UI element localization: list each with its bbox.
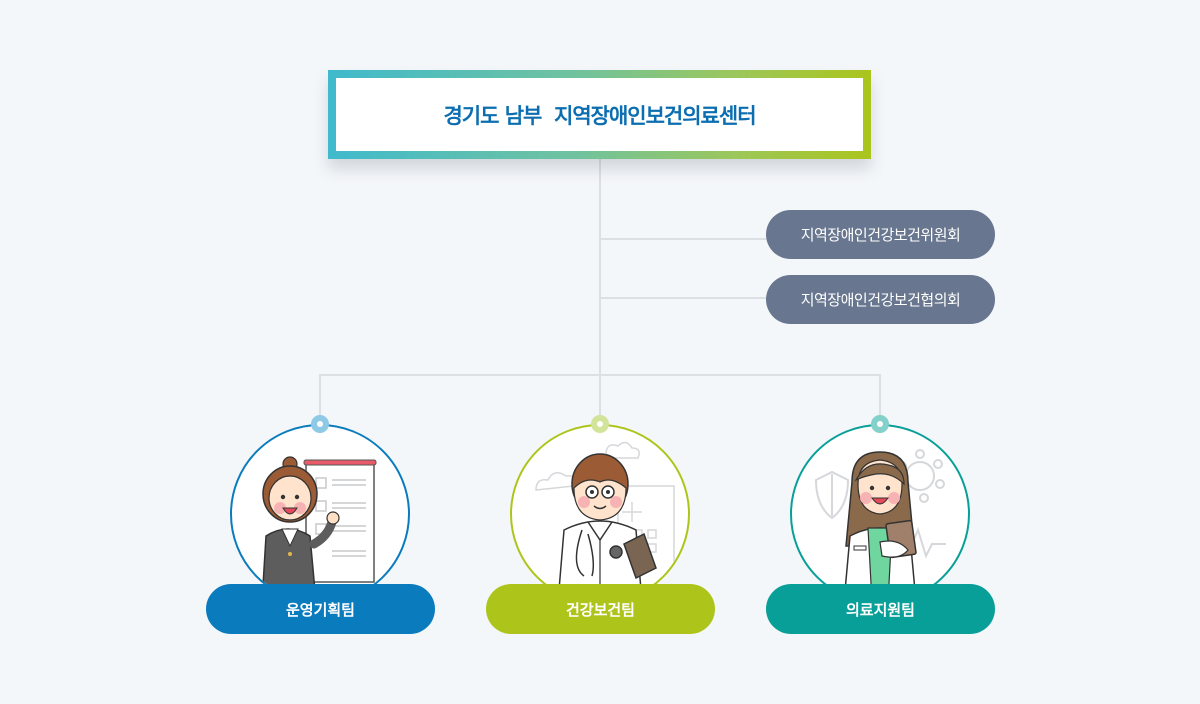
committee-label: 지역장애인건강보건협의회	[800, 291, 961, 309]
committee-health-committee[interactable]: 지역장애인건강보건위원회	[766, 210, 995, 259]
connector-dot-medical-support	[871, 415, 889, 433]
team-circle-planning	[230, 424, 410, 604]
team-label: 운영기획팀	[285, 600, 355, 619]
team-button-medical-support[interactable]: 의료지원팀	[766, 584, 995, 634]
team-button-health[interactable]: 건강보건팀	[486, 584, 715, 634]
office-worker-illustration	[261, 456, 377, 602]
team-circle-health	[510, 424, 690, 604]
team-label: 의료지원팀	[845, 600, 915, 619]
center-title-box-inner: 경기도 남부 지역장애인보건의료센터	[336, 78, 863, 151]
connector-team-1-vertical	[319, 374, 321, 424]
connector-main-vertical	[599, 159, 601, 424]
center-title-box: 경기도 남부 지역장애인보건의료센터	[328, 70, 871, 159]
team-circle-medical-support	[790, 424, 970, 604]
committee-label: 지역장애인건강보건위원회	[800, 226, 961, 244]
team-label: 건강보건팀	[565, 600, 635, 619]
connector-committee-2	[600, 297, 766, 299]
team-button-planning[interactable]: 운영기획팀	[206, 584, 435, 634]
connector-committee-1	[600, 238, 766, 240]
connector-team-3-vertical	[879, 374, 881, 424]
connector-teams-horizontal	[319, 374, 881, 376]
committee-health-council[interactable]: 지역장애인건강보건협의회	[766, 275, 995, 324]
center-title: 경기도 남부 지역장애인보건의료센터	[443, 103, 756, 128]
doctor-illustration	[512, 441, 688, 602]
medical-staff-illustration	[814, 449, 946, 602]
connector-dot-health	[591, 415, 609, 433]
connector-dot-planning	[311, 415, 329, 433]
